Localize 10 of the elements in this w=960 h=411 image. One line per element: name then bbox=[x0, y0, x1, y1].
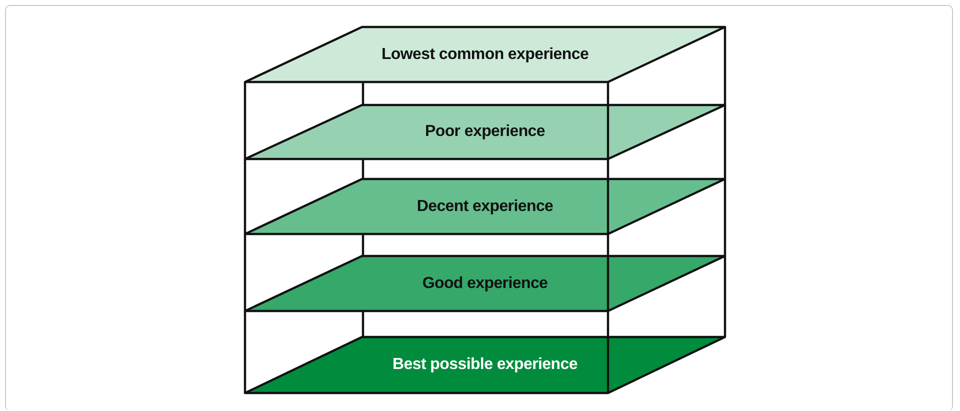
layer-plane bbox=[245, 179, 725, 234]
layer-plane bbox=[245, 105, 725, 159]
layer-label: Good experience bbox=[421, 274, 549, 292]
layer-label: Decent experience bbox=[416, 198, 554, 216]
layer-label: Lowest common experience bbox=[380, 46, 590, 64]
layer-label: Poor experience bbox=[424, 123, 546, 141]
layer-plane bbox=[245, 337, 725, 393]
layer-label: Best possible experience bbox=[392, 356, 578, 374]
layer-plane bbox=[245, 256, 725, 311]
layer-plane bbox=[245, 27, 725, 82]
